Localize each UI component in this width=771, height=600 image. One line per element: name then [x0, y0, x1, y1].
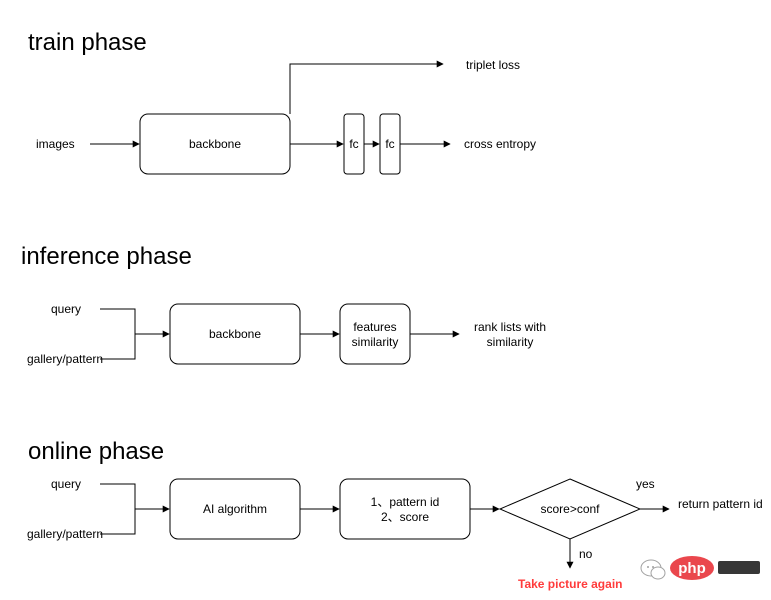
inference-query-label: query	[51, 302, 81, 316]
pattern-score-box	[339, 478, 471, 540]
php-logo-badge	[670, 556, 714, 580]
online-phase-title: online phase	[28, 438, 164, 465]
features-label: features	[353, 320, 396, 334]
images-label: images	[36, 137, 75, 151]
chat-bubble-icon	[640, 559, 666, 580]
decision-label: score>conf	[540, 502, 600, 516]
php-logo-text: php	[678, 560, 706, 577]
train-phase-section: train phase images backbone triplet loss…	[28, 29, 536, 175]
rank-lists-label-line1: rank lists with	[474, 320, 546, 334]
pattern-id-label: 1、pattern id	[371, 495, 440, 509]
train-backbone-label: backbone	[189, 137, 241, 151]
similarity-label: similarity	[352, 335, 399, 349]
inference-phase-section: inference phase query gallery/pattern ba…	[21, 243, 546, 366]
inference-backbone-label: backbone	[209, 327, 261, 341]
inference-phase-title: inference phase	[21, 243, 192, 270]
yes-label: yes	[636, 477, 655, 491]
online-gallery-label: gallery/pattern	[27, 527, 103, 541]
online-query-label: query	[51, 477, 81, 491]
inference-merge-lines	[100, 308, 136, 360]
take-picture-again-label: Take picture again	[518, 577, 622, 591]
return-pattern-id-label: return pattern id	[678, 497, 763, 511]
features-similarity-box	[339, 303, 411, 365]
no-label: no	[579, 547, 593, 561]
cross-entropy-label: cross entropy	[464, 137, 536, 151]
triplet-loss-label: triplet loss	[466, 58, 520, 72]
backbone-to-triplet-arrow	[289, 60, 444, 114]
train-phase-title: train phase	[28, 29, 147, 56]
online-phase-section: online phase query gallery/pattern AI al…	[27, 438, 763, 591]
ai-algorithm-label: AI algorithm	[203, 502, 267, 516]
watermark: php	[640, 556, 760, 580]
rank-lists-label-line2: similarity	[487, 335, 534, 349]
fc1-label: fc	[349, 137, 358, 151]
fc2-label: fc	[385, 137, 394, 151]
score-label: 2、score	[381, 510, 429, 524]
watermark-redaction-bar	[718, 561, 760, 574]
inference-gallery-label: gallery/pattern	[27, 352, 103, 366]
online-merge-lines	[100, 483, 136, 535]
